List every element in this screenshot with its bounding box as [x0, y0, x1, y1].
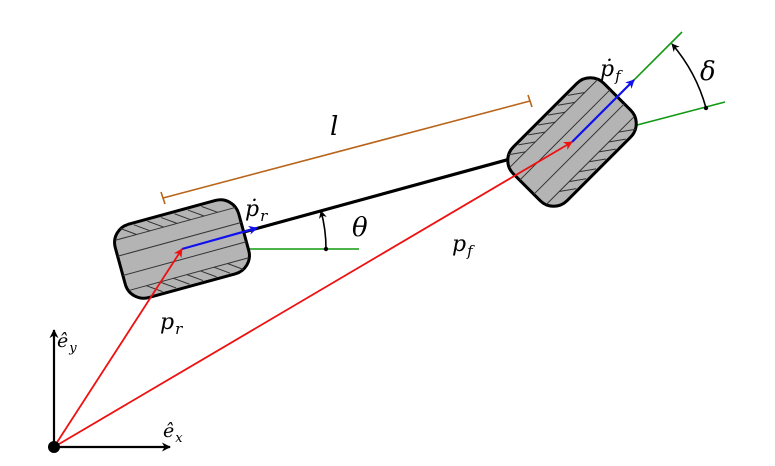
rear-position-vector: [53, 248, 183, 448]
x-axis-label: êx: [163, 420, 183, 446]
front-position-vector: [53, 141, 573, 448]
coordinate-frame: [48, 329, 171, 453]
wheelbase-label: l: [330, 112, 338, 142]
steering-angle-label: δ: [700, 57, 716, 87]
rear-position-label: pr: [160, 310, 183, 338]
y-axis-label: êy: [57, 330, 77, 356]
steering-angle-dot: [703, 105, 709, 111]
rear-velocity-label: ṗr: [245, 197, 268, 225]
steering-angle-arc: [671, 43, 707, 109]
rear-velocity-vector: [181, 225, 258, 251]
heading-angle-arc: [319, 210, 327, 250]
origin-point: [48, 441, 60, 453]
wheelbase-dimension: [160, 94, 533, 205]
front-velocity-label: ṗf: [600, 57, 623, 85]
heading-angle-dot: [323, 246, 329, 252]
front-velocity-vector: [571, 79, 635, 143]
heading-angle-label: θ: [352, 213, 368, 243]
front-position-label: pf: [452, 232, 475, 260]
